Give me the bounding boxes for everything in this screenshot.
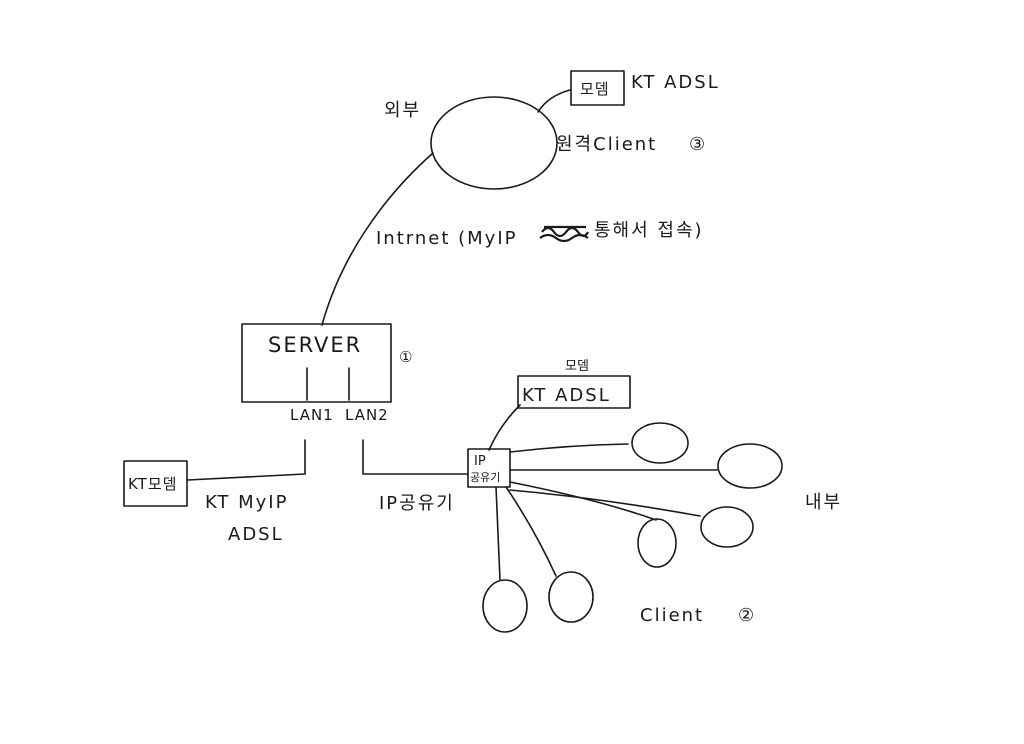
- link-client-3: [509, 489, 701, 517]
- lan1-to-kt-modem-line: [187, 439, 306, 481]
- adsl-label: ADSL: [228, 524, 284, 545]
- client-node-2: [717, 443, 783, 489]
- router-to-modem-line: [488, 404, 521, 451]
- ip-sharer-label: IP공유기: [379, 493, 455, 514]
- client-node-1: [631, 422, 689, 464]
- router-modem-label: 모뎀: [565, 359, 589, 374]
- client-number: ②: [738, 605, 756, 626]
- internet-caption-prefix: Intrnet (MyIP: [376, 228, 518, 249]
- external-label: 외부: [384, 100, 421, 121]
- client-node-6: [548, 571, 594, 623]
- kt-myip-label: KT MyIP: [205, 492, 288, 513]
- router-adsl-label: KT ADSL: [522, 385, 611, 406]
- scribble-mark: [539, 225, 589, 243]
- server-label: SERVER: [268, 333, 362, 357]
- server-box: SERVER: [241, 323, 392, 403]
- router-box-label: 공유기: [470, 471, 500, 484]
- remote-client-number: ③: [689, 134, 707, 155]
- client-node-3: [700, 506, 754, 548]
- remote-modem-label: 모뎀: [580, 80, 610, 98]
- lan1-label: LAN1: [290, 406, 334, 424]
- lan2-to-router-line: [362, 439, 469, 475]
- link-client-1: [509, 443, 629, 453]
- link-client-4: [509, 481, 657, 521]
- link-client-6: [505, 486, 557, 577]
- client-node-4: [637, 518, 677, 568]
- remote-adsl-label: KT ADSL: [631, 72, 720, 93]
- ip-router-box: IP 공유기: [467, 448, 511, 488]
- cloud-to-remote-modem-line: [537, 89, 571, 113]
- client-label: Client: [640, 605, 704, 626]
- internal-label: 내부: [805, 492, 842, 513]
- remote-client-label: 원격Client: [556, 134, 657, 155]
- internet-cloud: [430, 96, 558, 190]
- server-to-internet-line: [321, 152, 434, 326]
- server-number: ①: [399, 348, 413, 366]
- router-ip-label: IP: [474, 454, 486, 469]
- kt-modem-label: KT모뎀: [128, 475, 177, 493]
- kt-modem-box: KT모뎀: [123, 460, 188, 507]
- internet-caption-suffix: 통해서 접속): [594, 220, 704, 241]
- link-client-5: [495, 486, 501, 581]
- router-modem-box: KT ADSL: [517, 375, 631, 409]
- lan2-label: LAN2: [345, 406, 389, 424]
- remote-modem: 모뎀: [570, 70, 625, 106]
- client-node-5: [482, 579, 528, 633]
